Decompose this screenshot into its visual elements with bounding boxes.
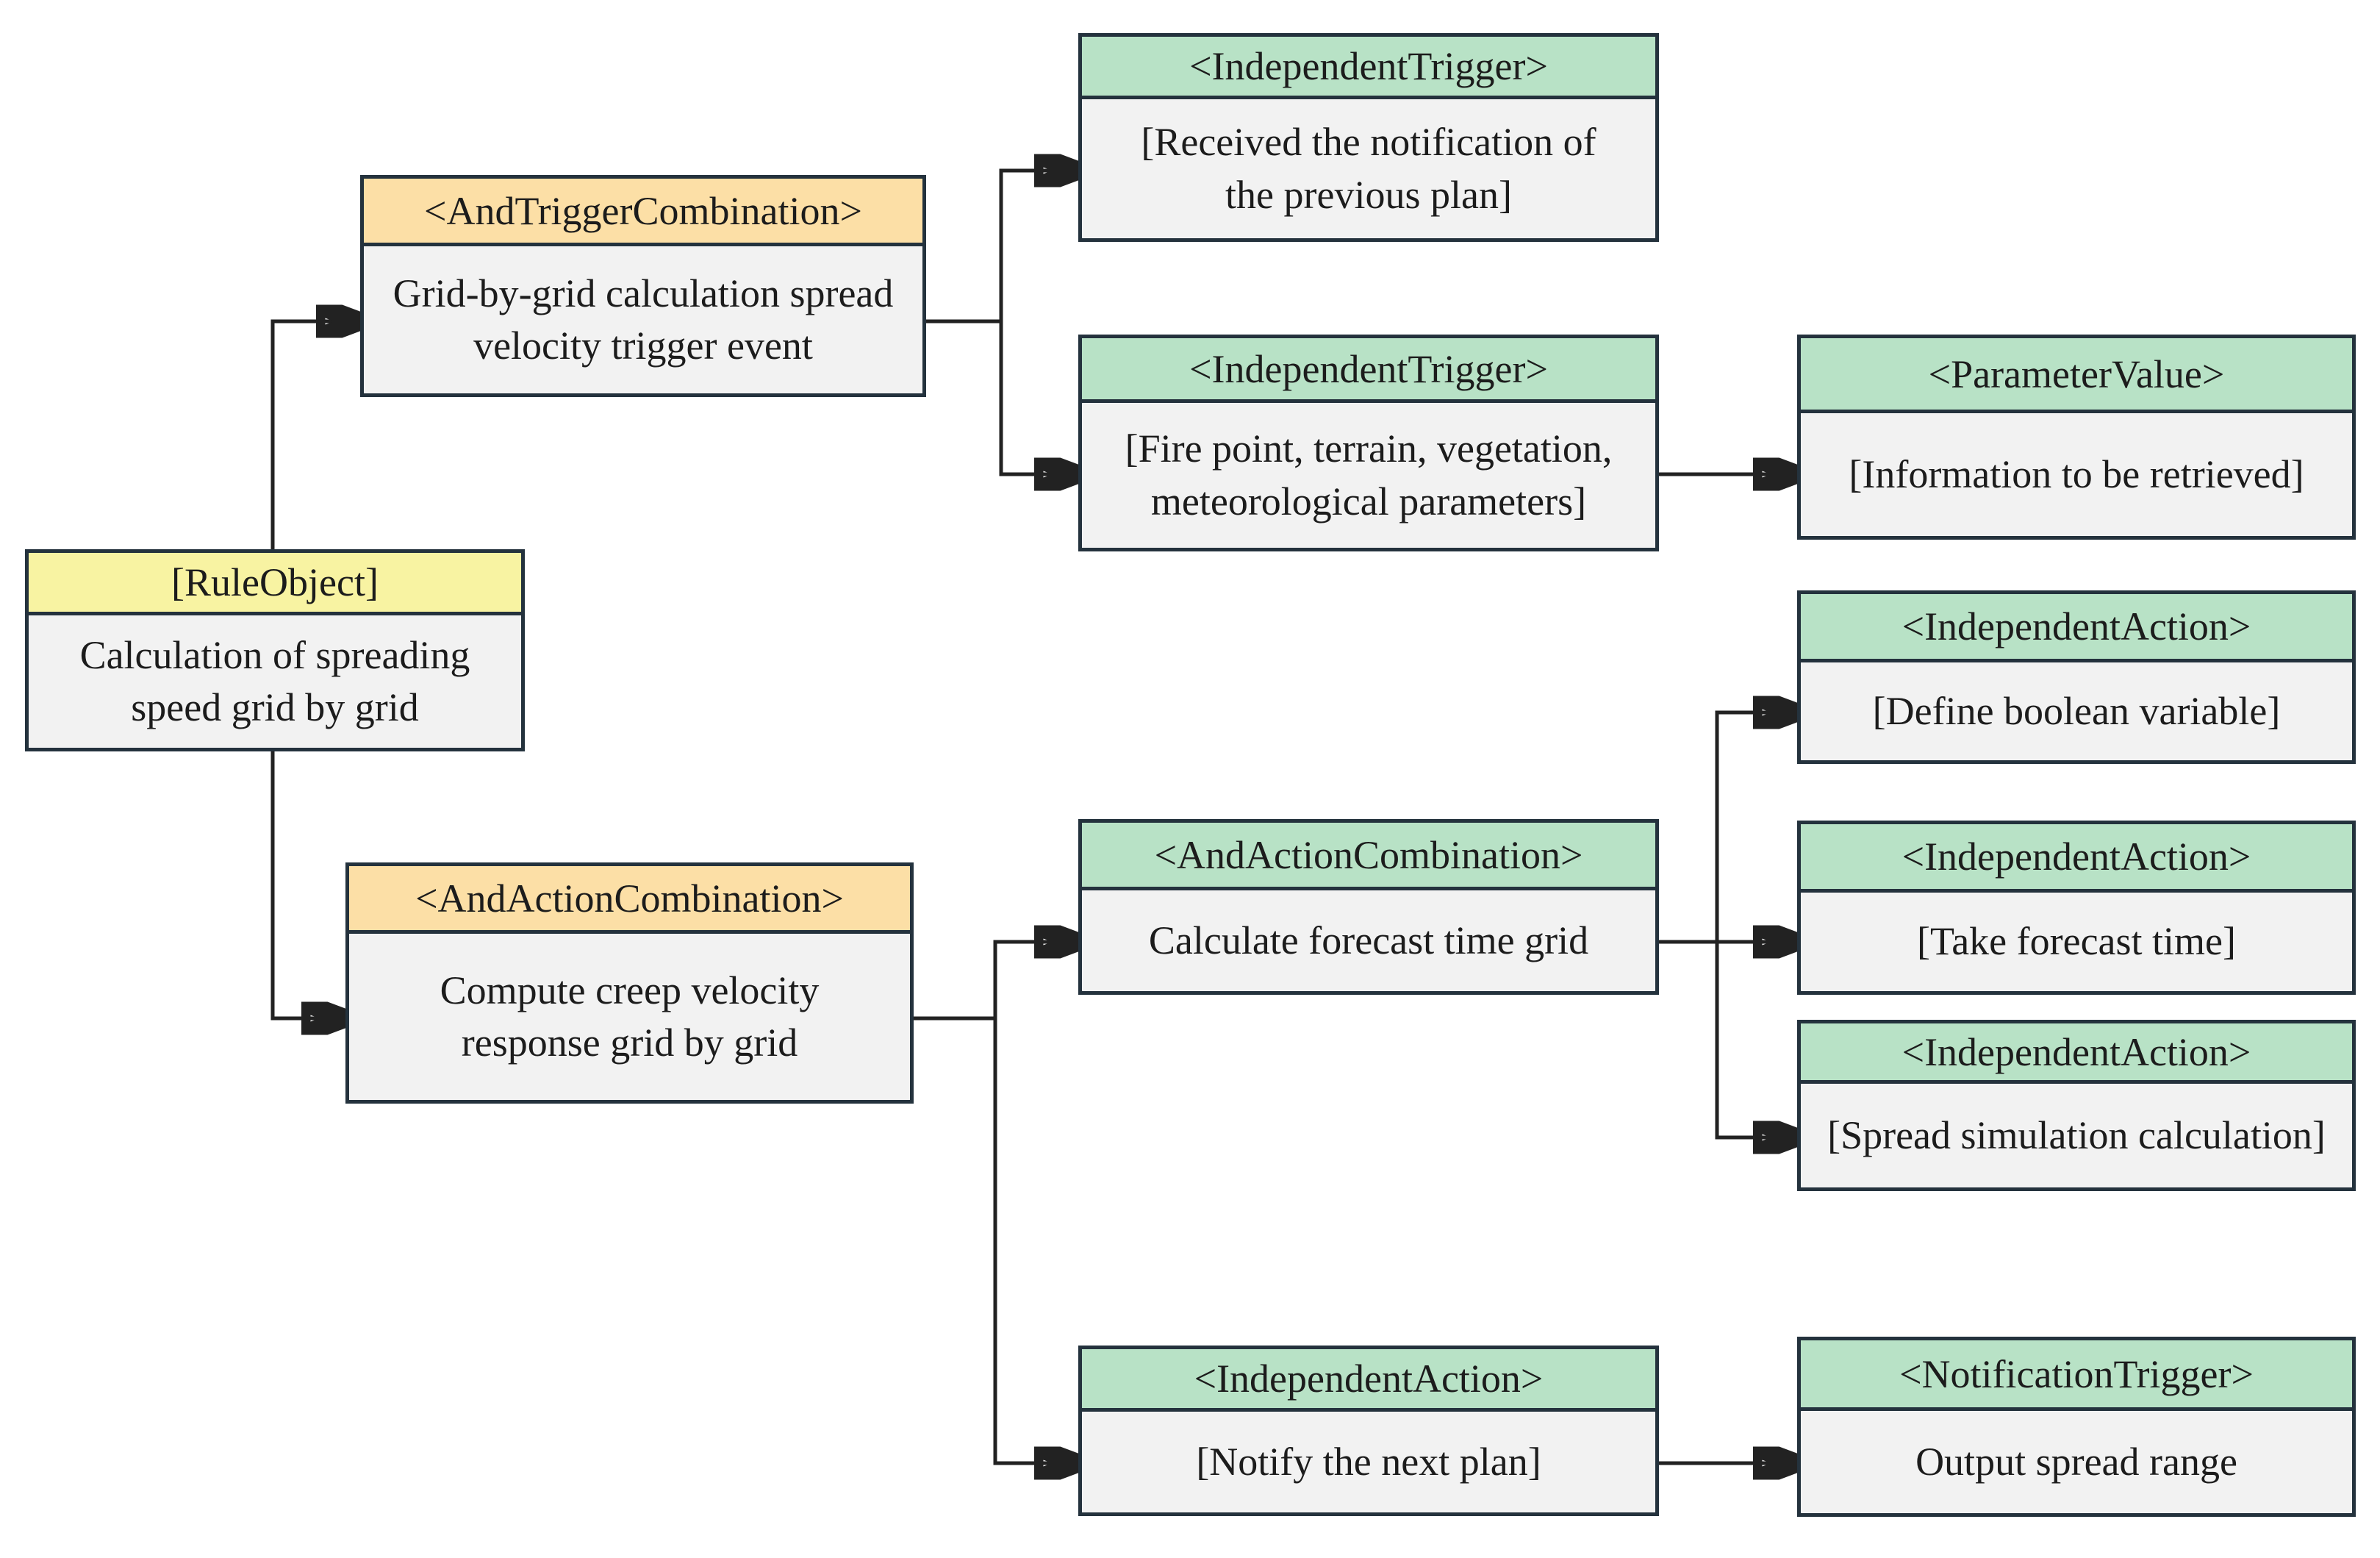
node-label: [Information to be retrieved] xyxy=(1849,451,2304,496)
node-independent-action-define: <IndependentAction> [Define boolean vari… xyxy=(1797,590,2356,764)
node-label: [Notify the next plan] xyxy=(1196,1439,1541,1484)
node-rule-object: [RuleObject] Calculation of spreading sp… xyxy=(25,549,525,751)
node-type-label: <IndependentTrigger> xyxy=(1082,338,1655,403)
node-type-label: <AndTriggerCombination> xyxy=(364,179,922,246)
node-independent-action-spread: <IndependentAction> [Spread simulation c… xyxy=(1797,1020,2356,1191)
edge-andtrigger-to-trigger1 xyxy=(999,171,1075,321)
edge-andtrigger-to-trigger2 xyxy=(999,321,1075,474)
node-label: [Define boolean variable] xyxy=(1872,688,2281,733)
node-independent-action-take: <IndependentAction> [Take forecast time] xyxy=(1797,821,2356,995)
node-label: Output spread range xyxy=(1915,1439,2237,1484)
node-independent-action-notify: <IndependentAction> [Notify the next pla… xyxy=(1078,1346,1659,1516)
node-and-action-combination-calc: <AndActionCombination> Calculate forecas… xyxy=(1078,819,1659,995)
node-label: Grid-by-grid calculation spread velocity… xyxy=(393,271,894,368)
node-label: Compute creep velocity response grid by … xyxy=(440,968,820,1065)
node-and-action-combination: <AndActionCombination> Compute creep vel… xyxy=(345,862,914,1104)
node-label: [Spread simulation calculation] xyxy=(1827,1112,2326,1157)
edge-rule-to-andaction xyxy=(270,751,342,1018)
edge-andaction-to-calc xyxy=(993,942,1075,1018)
node-type-label: <IndependentAction> xyxy=(1801,824,2352,893)
node-label: Calculate forecast time grid xyxy=(1148,918,1589,962)
node-type-label: <IndependentAction> xyxy=(1801,594,2352,662)
node-and-trigger-combination: <AndTriggerCombination> Grid-by-grid cal… xyxy=(360,175,926,397)
node-label: [Fire point, terrain, vegetation, meteor… xyxy=(1125,426,1613,523)
node-label: [Take forecast time] xyxy=(1917,919,2236,964)
edge-calc-to-spread xyxy=(1715,942,1793,1137)
node-notification-trigger: <NotificationTrigger> Output spread rang… xyxy=(1797,1337,2356,1517)
node-type-label: [RuleObject] xyxy=(29,553,521,615)
node-type-label: <AndActionCombination> xyxy=(1082,823,1655,890)
node-parameter-value: <ParameterValue> [Information to be retr… xyxy=(1797,335,2356,540)
node-type-label: <ParameterValue> xyxy=(1801,338,2352,413)
node-label: Calculation of spreading speed grid by g… xyxy=(79,632,470,729)
edge-calc-to-define xyxy=(1715,712,1793,942)
node-label: [Received the notification of the previo… xyxy=(1141,120,1596,217)
node-type-label: <IndependentAction> xyxy=(1801,1023,2352,1084)
node-independent-trigger-received: <IndependentTrigger> [Received the notif… xyxy=(1078,33,1659,242)
edge-rule-to-andtrigger xyxy=(270,321,356,549)
node-type-label: <NotificationTrigger> xyxy=(1801,1340,2352,1411)
node-type-label: <IndependentAction> xyxy=(1082,1349,1655,1412)
node-type-label: <IndependentTrigger> xyxy=(1082,37,1655,99)
node-type-label: <AndActionCombination> xyxy=(349,866,910,934)
node-independent-trigger-params: <IndependentTrigger> [Fire point, terrai… xyxy=(1078,335,1659,551)
edge-andaction-to-notify xyxy=(993,1018,1075,1463)
